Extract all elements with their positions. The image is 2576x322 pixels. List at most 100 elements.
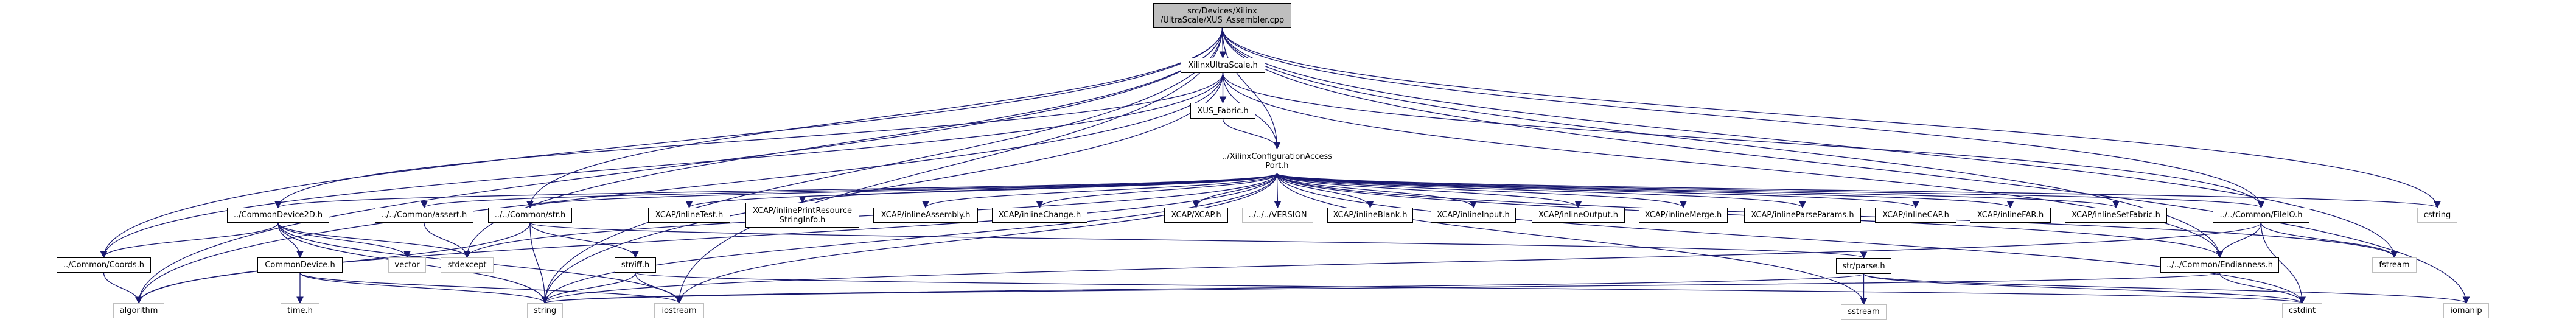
edge-xcap-to-sstream: [1276, 173, 1868, 306]
node-root[interactable]: src/Devices/Xilinx /UltraScale/XUS_Assem…: [1153, 3, 1291, 28]
node-itest[interactable]: XCAP/inlineTest.h: [648, 208, 730, 223]
edge-str-to-string: [529, 222, 549, 304]
node-iasm[interactable]: XCAP/inlineAssembly.h: [873, 208, 978, 223]
edge-cd2d-to-vector: [277, 222, 411, 259]
node-string: string: [527, 303, 563, 318]
edge-root-to-iostream: [675, 27, 1223, 304]
node-cdev[interactable]: CommonDevice.h: [257, 257, 343, 273]
edge-fileio-to-fstream: [2260, 222, 2398, 259]
node-xus[interactable]: XilinxUltraScale.h: [1181, 58, 1265, 73]
edge-endian-to-string: [542, 272, 2221, 304]
node-timeh: time.h: [281, 303, 319, 318]
node-iomanip: iomanip: [2443, 303, 2489, 318]
edge-xcap-to-str: [526, 173, 1278, 209]
edge-fileio-to-cstdint: [2260, 222, 2306, 304]
edge-str-to-striff: [529, 222, 639, 259]
node-strparse[interactable]: str/parse.h: [1836, 258, 1891, 274]
node-icap[interactable]: XCAP/inlineCAP.h: [1875, 208, 1956, 223]
node-iprint[interactable]: XCAP/inlinePrintResource StringInfo.h: [745, 203, 859, 228]
node-ichange[interactable]: XCAP/inlineChange.h: [992, 208, 1087, 223]
edge-cd2d-to-coords: [100, 222, 279, 259]
node-sstream: sstream: [1841, 304, 1887, 320]
edge-xcap-to-ichange: [1036, 173, 1278, 209]
node-version: ../../../VERSION: [1242, 208, 1313, 223]
edge-strparse-to-string: [542, 273, 1865, 304]
edge-strparse-to-iomanip: [1863, 273, 2470, 304]
edge-xcap-to-cstdint: [1276, 173, 2306, 304]
edge-xcap-to-cstring: [1276, 173, 2441, 209]
edge-assert-to-stdexcept: [424, 222, 471, 259]
edge-xcap-to-assert: [421, 173, 1278, 209]
edge-xcap-to-stdexcept: [463, 173, 1278, 259]
node-cstdint: cstdint: [2282, 303, 2322, 318]
edge-coords-to-algorithm: [103, 272, 142, 304]
node-coords[interactable]: ../Common/Coords.h: [57, 257, 151, 273]
edge-xus-to-coords: [100, 72, 1224, 259]
edge-root-to-str: [526, 27, 1223, 209]
edge-endian-to-cstdint: [2219, 272, 2306, 304]
edge-cd2d-to-cdev: [277, 222, 304, 259]
edge-xcap-to-fileio: [1276, 173, 2264, 209]
edge-xcap-to-iblank: [1276, 173, 1374, 209]
edge-xcap-to-iprint: [798, 173, 1278, 204]
edge-xcap-to-cd2d: [274, 173, 1278, 209]
edge-strparse-to-cstdint: [1863, 273, 2306, 304]
edge-striff-to-cstdint: [635, 272, 2305, 304]
edge-xcap-to-iostream: [675, 173, 1278, 304]
node-str[interactable]: ../../Common/str.h: [488, 208, 572, 223]
edge-fileio-to-endian: [2216, 222, 2262, 259]
edge-xcap-to-ifar: [1276, 173, 2014, 209]
edge-xcap-to-ioutput: [1276, 173, 1582, 209]
edge-xcap-to-string: [541, 173, 1278, 304]
node-striff[interactable]: str/iff.h: [615, 257, 656, 273]
edge-xcap-to-xcaph: [1192, 173, 1278, 209]
edge-root-to-endian: [1221, 27, 2224, 259]
edge-xus-to-string: [541, 72, 1224, 304]
edge-xcap-to-iparse: [1276, 173, 1806, 209]
edge-fileio-to-string: [542, 222, 2262, 304]
edge-cdev-to-string: [299, 272, 549, 304]
edge-striff-to-iostream: [635, 272, 683, 304]
node-cd2d[interactable]: ../CommonDevice2D.h: [227, 208, 329, 223]
edge-xus-to-fileio: [1222, 72, 2265, 209]
node-cstring: cstring: [2417, 208, 2457, 223]
edge-xcap-to-iasm: [922, 173, 1278, 209]
edge-cd2d-to-stdexcept: [277, 222, 471, 259]
node-ifar[interactable]: XCAP/inlineFAR.h: [1970, 208, 2051, 223]
edge-root-to-xcap: [1221, 27, 1281, 150]
node-fileio[interactable]: ../../Common/FileIO.h: [2213, 208, 2309, 223]
node-iparse[interactable]: XCAP/inlineParseParams.h: [1744, 208, 1861, 223]
node-fstream: fstream: [2372, 257, 2417, 273]
node-assert[interactable]: ../../Common/assert.h: [375, 208, 473, 223]
node-iostream: iostream: [654, 303, 704, 318]
node-ioutput[interactable]: XCAP/inlineOutput.h: [1532, 208, 1625, 223]
node-endian[interactable]: ../../Common/Endianness.h: [2160, 257, 2279, 273]
edge-fabric-to-xcap: [1222, 118, 1281, 150]
node-stdexcept: stdexcept: [441, 257, 494, 273]
edge-root-to-coords: [100, 27, 1223, 259]
edge-cdev-to-iostream: [299, 272, 683, 304]
node-xcaph[interactable]: XCAP/XCAP.h: [1164, 208, 1228, 223]
node-isetfab[interactable]: XCAP/inlineSetFabric.h: [2065, 208, 2167, 223]
edge-root-to-fileio: [1221, 27, 2265, 209]
node-imerge[interactable]: XCAP/inlineMerge.h: [1639, 208, 1728, 223]
node-xcap[interactable]: ../XilinxConfigurationAccess Port.h: [1216, 149, 1338, 173]
edge-xcap-to-imerge: [1276, 173, 1687, 209]
edge-str-to-strparse: [529, 222, 1867, 259]
node-algorithm: algorithm: [113, 303, 164, 318]
edge-xus-to-cd2d: [274, 72, 1224, 209]
node-iblank[interactable]: XCAP/inlineBlank.h: [1327, 208, 1413, 223]
edge-root-to-cstring: [1221, 27, 2441, 209]
node-iinput[interactable]: XCAP/inlineInput.h: [1431, 208, 1516, 223]
edge-root-to-iomanip: [1221, 27, 2470, 304]
node-vector: vector: [388, 257, 426, 273]
edge-xcap-to-iinput: [1276, 173, 1477, 209]
edge-xcap-to-isetfab: [1276, 173, 2120, 209]
edge-xus-to-algorithm: [135, 72, 1224, 304]
edge-xcap-to-version: [1274, 173, 1282, 209]
edge-root-to-fstream: [1221, 27, 2398, 259]
edge-xcap-to-icap: [1276, 173, 1919, 209]
node-fabric[interactable]: XUS_Fabric.h: [1190, 103, 1255, 119]
